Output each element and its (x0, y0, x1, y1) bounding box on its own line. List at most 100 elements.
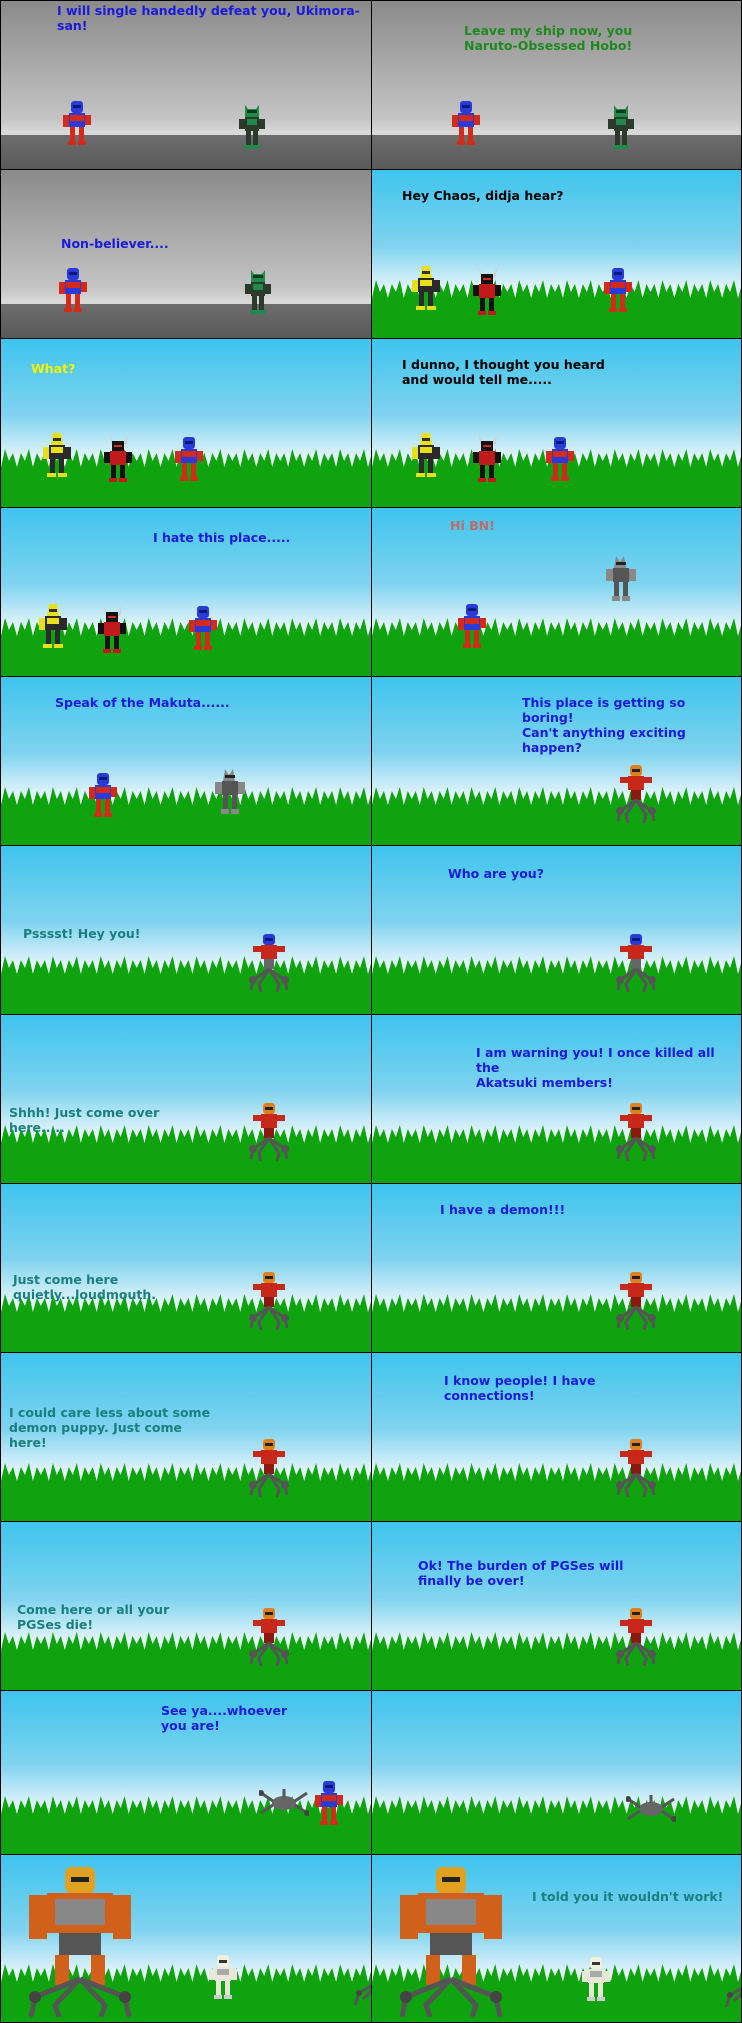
blue-red-robot-figure (315, 1781, 343, 1829)
comic-panel-11: Psssst! Hey you! (0, 845, 372, 1015)
black-horned-robot-figure (97, 604, 127, 658)
panel-6-caption: I dunno, I thought you heard and would t… (402, 357, 605, 387)
blue-red-robot-figure (59, 268, 87, 316)
panel-3-caption: Non-believer.... (61, 236, 169, 251)
red-clawed-robot-figure (249, 1272, 289, 1334)
gray-spider-robot-figure (258, 1787, 310, 1821)
panel-9-caption: Speak of the Makuta...... (55, 695, 230, 710)
panel-15-caption: Just come here quietly...loudmouth. (13, 1272, 156, 1302)
grass-field (1, 787, 371, 845)
blue-red-robot-figure (63, 101, 91, 149)
gray-flying-robot-figure (606, 556, 636, 606)
giant-orange-robot-figure (396, 1867, 506, 2021)
grass-field (372, 1796, 741, 1854)
white-robot-figure (582, 1957, 610, 2005)
blue-red-robot-figure (458, 604, 486, 652)
panel-4-caption: Hey Chaos, didja hear? (402, 188, 564, 203)
gray-spider-robot-figure (625, 1793, 677, 1827)
grass-field (372, 1463, 741, 1521)
red-clawed-robot-figure (616, 1608, 656, 1670)
red-clawed-robot-figure (616, 765, 656, 827)
gray-spider-robot-figure (616, 934, 656, 996)
grass-field (372, 280, 741, 338)
comic-panel-24: I told you it wouldn't work! (371, 1854, 742, 2023)
blue-red-robot-figure (546, 437, 574, 485)
spider-claw-edge (353, 1975, 371, 2009)
comic-panel-5: What? (0, 338, 372, 508)
panel-11-caption: Psssst! Hey you! (23, 926, 141, 941)
grass-field (1, 1125, 371, 1183)
panel-2-caption: Leave my ship now, you Naruto-Obsessed H… (464, 23, 633, 53)
gray-robot-figure (215, 769, 245, 819)
ship-floor (372, 135, 741, 169)
panel-16-caption: I have a demon!!! (440, 1202, 566, 1217)
red-clawed-robot-figure (616, 1103, 656, 1165)
ship-floor (1, 135, 371, 169)
yellow-robot-figure (412, 433, 440, 481)
green-robot-figure (608, 105, 634, 153)
panel-17-caption: I could care less about some demon puppy… (9, 1405, 211, 1450)
comic-panel-17: I could care less about some demon puppy… (0, 1352, 372, 1522)
comic-panel-19: Come here or all your PGSes die! (0, 1521, 372, 1691)
comic-panel-3: Non-believer.... (0, 169, 372, 339)
grass-field (1, 1632, 371, 1690)
yellow-robot-figure (412, 266, 440, 314)
blue-red-robot-figure (604, 268, 632, 316)
comic-panel-4: Hey Chaos, didja hear? (371, 169, 742, 339)
grass-field (1, 618, 371, 676)
panel-20-caption: Ok! The burden of PGSes will finally be … (418, 1558, 624, 1588)
ship-floor (1, 304, 371, 338)
comic-panel-1: I will single handedly defeat you, Ukimo… (0, 0, 372, 170)
panel-13-caption: Shhh! Just come over here..... (9, 1105, 160, 1135)
grass-field (372, 1125, 741, 1183)
panel-10-caption: This place is getting so boring! Can't a… (522, 695, 686, 755)
black-horned-robot-figure (472, 433, 502, 487)
red-clawed-robot-figure (616, 1272, 656, 1334)
panel-14-caption: I am warning you! I once killed all the … (476, 1045, 715, 1090)
blue-red-robot-figure (452, 101, 480, 149)
panel-8-caption: Hi BN! (450, 518, 495, 533)
grass-field (1, 1796, 371, 1854)
panel-18-caption: I know people! I have connections! (444, 1373, 596, 1403)
red-clawed-robot-figure (249, 1103, 289, 1165)
comic-panel-9: Speak of the Makuta...... (0, 676, 372, 846)
panel-19-caption: Come here or all your PGSes die! (17, 1602, 170, 1632)
comic-panel-23 (0, 1854, 372, 2023)
yellow-robot-figure (39, 604, 67, 652)
grass-field (372, 1294, 741, 1352)
red-clawed-robot-figure (249, 1608, 289, 1670)
panel-12-caption: Who are you? (448, 866, 544, 881)
grass-field (372, 956, 741, 1014)
comic-panel-6: I dunno, I thought you heard and would t… (371, 338, 742, 508)
green-robot-figure (239, 105, 265, 153)
comic-panel-21: See ya....whoever you are! (0, 1690, 372, 1855)
blue-red-robot-figure (89, 773, 117, 821)
red-clawed-robot-figure (616, 1439, 656, 1501)
comic-panel-20: Ok! The burden of PGSes will finally be … (371, 1521, 742, 1691)
red-clawed-robot-figure (249, 1439, 289, 1501)
blue-red-robot-figure (175, 437, 203, 485)
comic-panel-13: Shhh! Just come over here..... (0, 1014, 372, 1184)
panel-21-caption: See ya....whoever you are! (161, 1703, 288, 1733)
blue-red-robot-figure (189, 606, 217, 654)
panel-7-caption: I hate this place..... (153, 530, 291, 545)
grass-field (372, 787, 741, 845)
comic-panel-10: This place is getting so boring! Can't a… (371, 676, 742, 846)
grass-field (372, 618, 741, 676)
green-robot-figure (245, 270, 271, 318)
black-horned-robot-figure (472, 266, 502, 320)
white-robot-figure (209, 1955, 237, 2003)
grass-field (1, 956, 371, 1014)
panel-5-caption: What? (31, 361, 76, 376)
panel-1-caption: I will single handedly defeat you, Ukimo… (57, 3, 360, 33)
comic-panel-15: Just come here quietly...loudmouth. (0, 1183, 372, 1353)
yellow-robot-figure (43, 433, 71, 481)
comic-panel-18: I know people! I have connections! (371, 1352, 742, 1522)
black-horned-robot-figure (103, 433, 133, 487)
comic-panel-14: I am warning you! I once killed all the … (371, 1014, 742, 1184)
spider-claw-edge (724, 1977, 741, 2011)
grass-field (372, 1632, 741, 1690)
panel-24-caption: I told you it wouldn't work! (532, 1889, 724, 1904)
comic-panel-8: Hi BN! (371, 507, 742, 677)
